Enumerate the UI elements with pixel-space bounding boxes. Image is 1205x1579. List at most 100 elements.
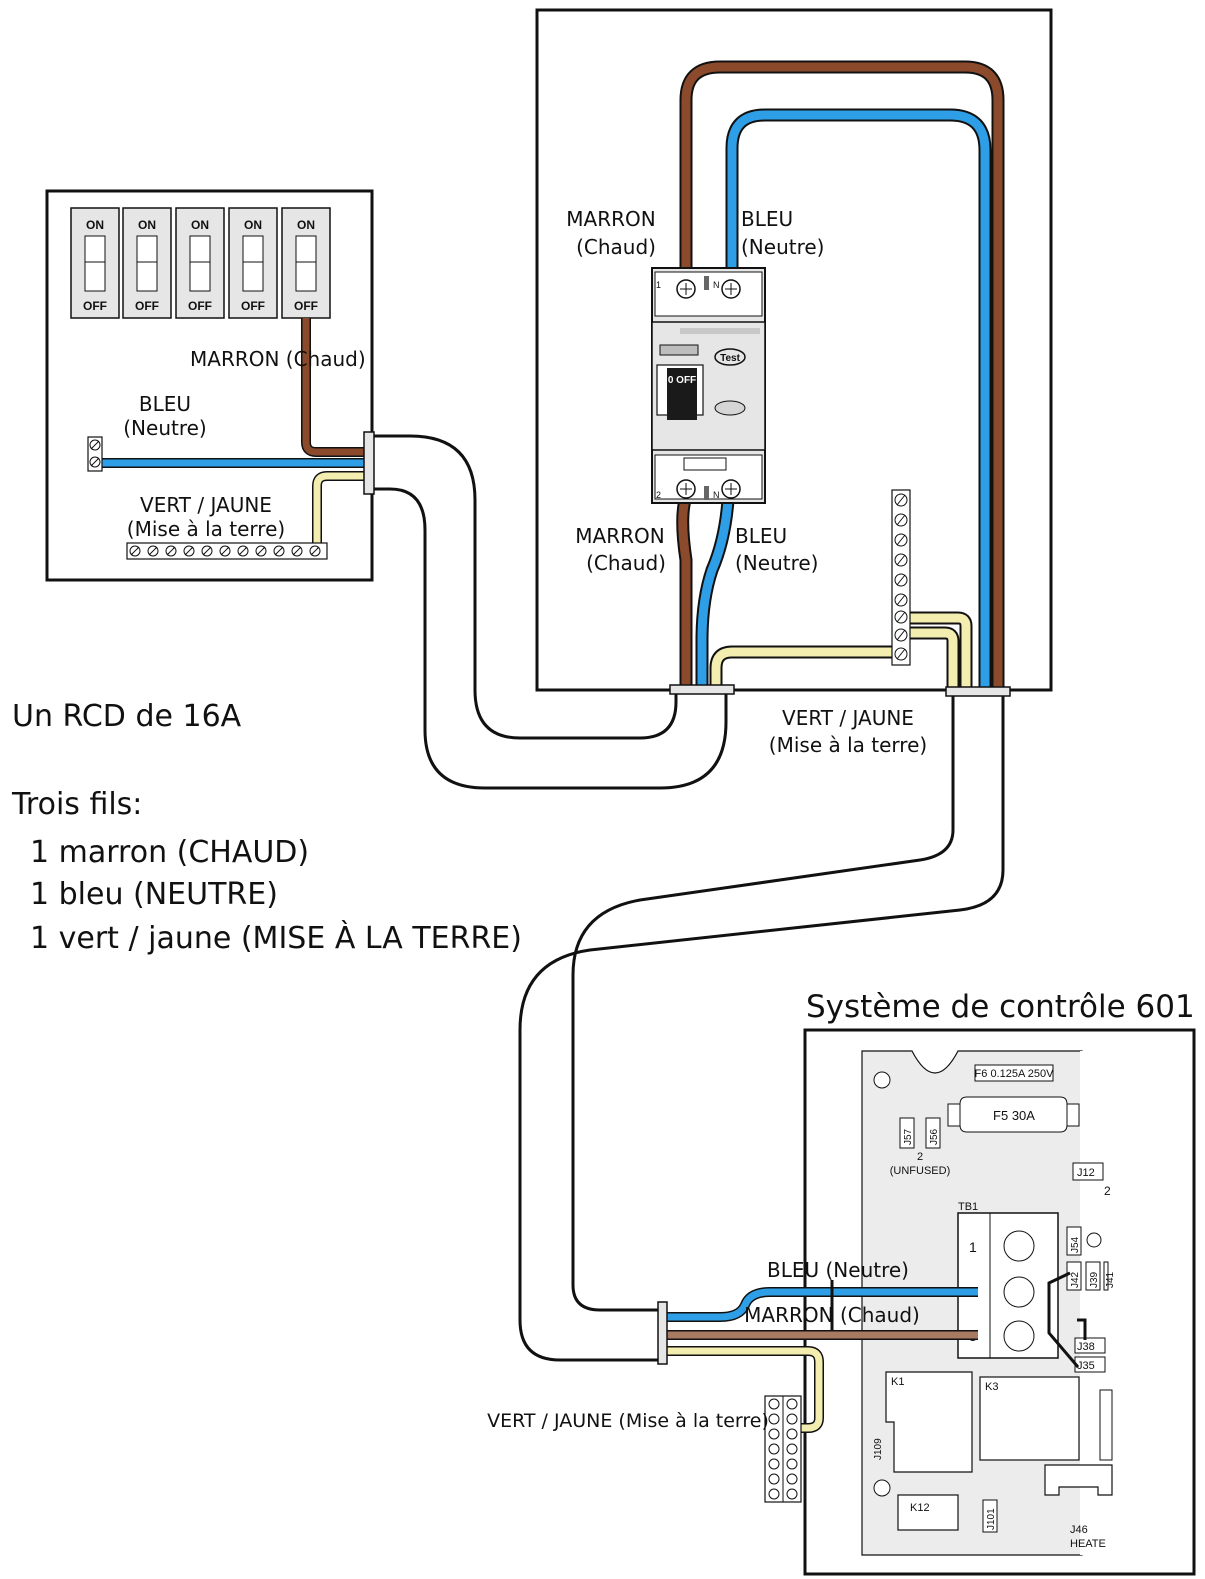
rcd-test-button[interactable]: Test bbox=[714, 348, 746, 366]
cable-ground-sublabel: (Mise à la terre) bbox=[769, 733, 927, 757]
cable-grommet bbox=[363, 431, 375, 495]
switch-off-label: OFF bbox=[135, 299, 159, 313]
switch-on-label: ON bbox=[297, 218, 315, 232]
j12-label: J12 bbox=[1077, 1167, 1095, 1179]
wire-item: 1 marron (CHAUD) bbox=[30, 835, 309, 870]
relay-k12: K12 bbox=[897, 1494, 959, 1531]
cable-rcd-to-control bbox=[518, 696, 1005, 1362]
control-system-title: Système de contrôle 601 bbox=[806, 989, 1195, 1025]
cs-ground-terminal bbox=[764, 1395, 802, 1503]
top-blue-sublabel: (Neutre) bbox=[741, 235, 824, 259]
switch-off-label: OFF bbox=[294, 299, 318, 313]
terminal-n-label: N bbox=[713, 280, 720, 290]
rcd-toggle-lever[interactable]: 0 OFF bbox=[656, 364, 704, 420]
j54-label: J54 bbox=[1070, 1236, 1081, 1253]
cable-ground-label: VERT / JAUNE bbox=[782, 706, 914, 730]
switch-on-label: ON bbox=[244, 218, 262, 232]
breaker-switch-1[interactable]: ON OFF bbox=[70, 207, 120, 319]
svg-text:K12: K12 bbox=[910, 1502, 930, 1514]
relay-k1: K1 bbox=[885, 1371, 973, 1473]
switch-off-label: OFF bbox=[241, 299, 265, 313]
j38-label: J38 bbox=[1077, 1341, 1095, 1353]
ground-bar bbox=[126, 542, 328, 560]
rcd-brown-out-wire bbox=[678, 498, 691, 688]
rcd-blue-loop-wire bbox=[727, 110, 990, 690]
ground-wire-label: VERT / JAUNE bbox=[140, 493, 272, 517]
bottom-blue-sublabel: (Neutre) bbox=[735, 551, 818, 575]
rcd-ground-wire bbox=[711, 647, 892, 688]
ground-wire-sublabel: (Mise à la terre) bbox=[127, 517, 285, 541]
notes: Un RCD de 16A Trois fils: 1 marron (CHAU… bbox=[11, 699, 522, 956]
svg-text:F6 0.125A 250V: F6 0.125A 250V bbox=[975, 1068, 1055, 1080]
terminal-n-label: N bbox=[713, 490, 720, 500]
j41-label: J41 bbox=[1105, 1271, 1116, 1288]
j46-label: J46 bbox=[1070, 1524, 1088, 1536]
j35-label: J35 bbox=[1077, 1360, 1095, 1372]
mount-screw-icon bbox=[873, 1071, 891, 1089]
blue-wire-label: BLEU bbox=[139, 392, 191, 416]
breaker-switch-2[interactable]: ON OFF bbox=[122, 207, 172, 319]
breaker-switch-3[interactable]: ON OFF bbox=[175, 207, 225, 319]
neutral-terminal bbox=[87, 436, 103, 472]
j56-label: J56 bbox=[929, 1128, 940, 1145]
j109-label: J109 bbox=[873, 1438, 884, 1460]
rcd-reset-indicator bbox=[714, 400, 746, 416]
rcd-off-label: 0 OFF bbox=[668, 375, 696, 386]
top-brown-label: MARRON bbox=[566, 207, 655, 231]
relay-k3: K3 bbox=[979, 1376, 1080, 1461]
connector-j46 bbox=[1044, 1464, 1113, 1496]
top-brown-sublabel: (Chaud) bbox=[576, 235, 656, 259]
cs-blue-neutral-wire bbox=[663, 1288, 978, 1321]
wire-item: 1 vert / jaune (MISE À LA TERRE) bbox=[30, 920, 522, 956]
rcd-ground-bar bbox=[891, 489, 911, 666]
bottom-blue-label: BLEU bbox=[735, 524, 787, 548]
j101-label: J101 bbox=[986, 1508, 997, 1530]
cs-brown-label: MARRON (Chaud) bbox=[744, 1303, 920, 1327]
j39-label: J39 bbox=[1089, 1271, 1100, 1288]
breaker-switch-5[interactable]: ON OFF bbox=[281, 207, 331, 319]
switch-on-label: ON bbox=[86, 218, 104, 232]
jumper-wire bbox=[1047, 1271, 1080, 1368]
terminal-1-label: 1 bbox=[656, 280, 661, 290]
fuse-f5: F5 30A bbox=[947, 1096, 1080, 1133]
svg-text:1: 1 bbox=[969, 1239, 977, 1255]
breaker-switch-4[interactable]: ON OFF bbox=[228, 207, 278, 319]
ground-wire bbox=[313, 472, 370, 545]
bottom-brown-sublabel: (Chaud) bbox=[586, 551, 666, 575]
top-blue-label: BLEU bbox=[741, 207, 793, 231]
bottom-brown-label: MARRON bbox=[575, 524, 664, 548]
wires-title: Trois fils: bbox=[11, 787, 142, 822]
rcd-blue-out-wire bbox=[697, 499, 733, 688]
switch-off-label: OFF bbox=[83, 299, 107, 313]
cs-ground-label: VERT / JAUNE (Mise à la terre) bbox=[487, 1410, 769, 1432]
blue-wire-sublabel: (Neutre) bbox=[123, 416, 206, 440]
svg-text:K1: K1 bbox=[891, 1376, 904, 1388]
switch-off-label: OFF bbox=[188, 299, 212, 313]
brown-hot-wire bbox=[302, 318, 370, 456]
num-2-label: 2 bbox=[1104, 1184, 1111, 1198]
rcd-note: Un RCD de 16A bbox=[12, 699, 242, 734]
heater-label: HEATE bbox=[1070, 1538, 1106, 1550]
cable-grommet bbox=[657, 1301, 668, 1365]
svg-text:K3: K3 bbox=[985, 1381, 998, 1393]
rcd-brown-loop-wire bbox=[681, 62, 1003, 690]
num-2-label: 2 bbox=[917, 1151, 923, 1163]
j42-label: J42 bbox=[1070, 1271, 1081, 1288]
fuse-f6: F6 0.125A 250V bbox=[974, 1064, 1055, 1082]
control-system-box: F6 0.125A 250V F5 30A J57 J56 2 (UNFUSED… bbox=[487, 1028, 1196, 1576]
svg-text:F5 30A: F5 30A bbox=[993, 1108, 1035, 1123]
cs-blue-label: BLEU (Neutre) bbox=[767, 1258, 909, 1282]
cs-ground-wire bbox=[663, 1347, 823, 1432]
cable-grommet bbox=[669, 684, 735, 695]
cable-grommet bbox=[945, 686, 1011, 697]
rcd-device: 0 OFF Test 1 N 2 N bbox=[651, 267, 766, 504]
brown-wire-label: MARRON (Chaud) bbox=[190, 347, 366, 371]
rcd-test-label: Test bbox=[720, 353, 740, 364]
terminal-2-label: 2 bbox=[656, 490, 661, 500]
cable-panel-to-rcd bbox=[374, 434, 728, 790]
switch-on-label: ON bbox=[138, 218, 156, 232]
unfused-label: (UNFUSED) bbox=[890, 1165, 951, 1177]
breaker-panel: ON OFF ON OFF ON OFF ON OFF bbox=[45, 189, 375, 582]
mount-screw-icon bbox=[873, 1479, 891, 1497]
